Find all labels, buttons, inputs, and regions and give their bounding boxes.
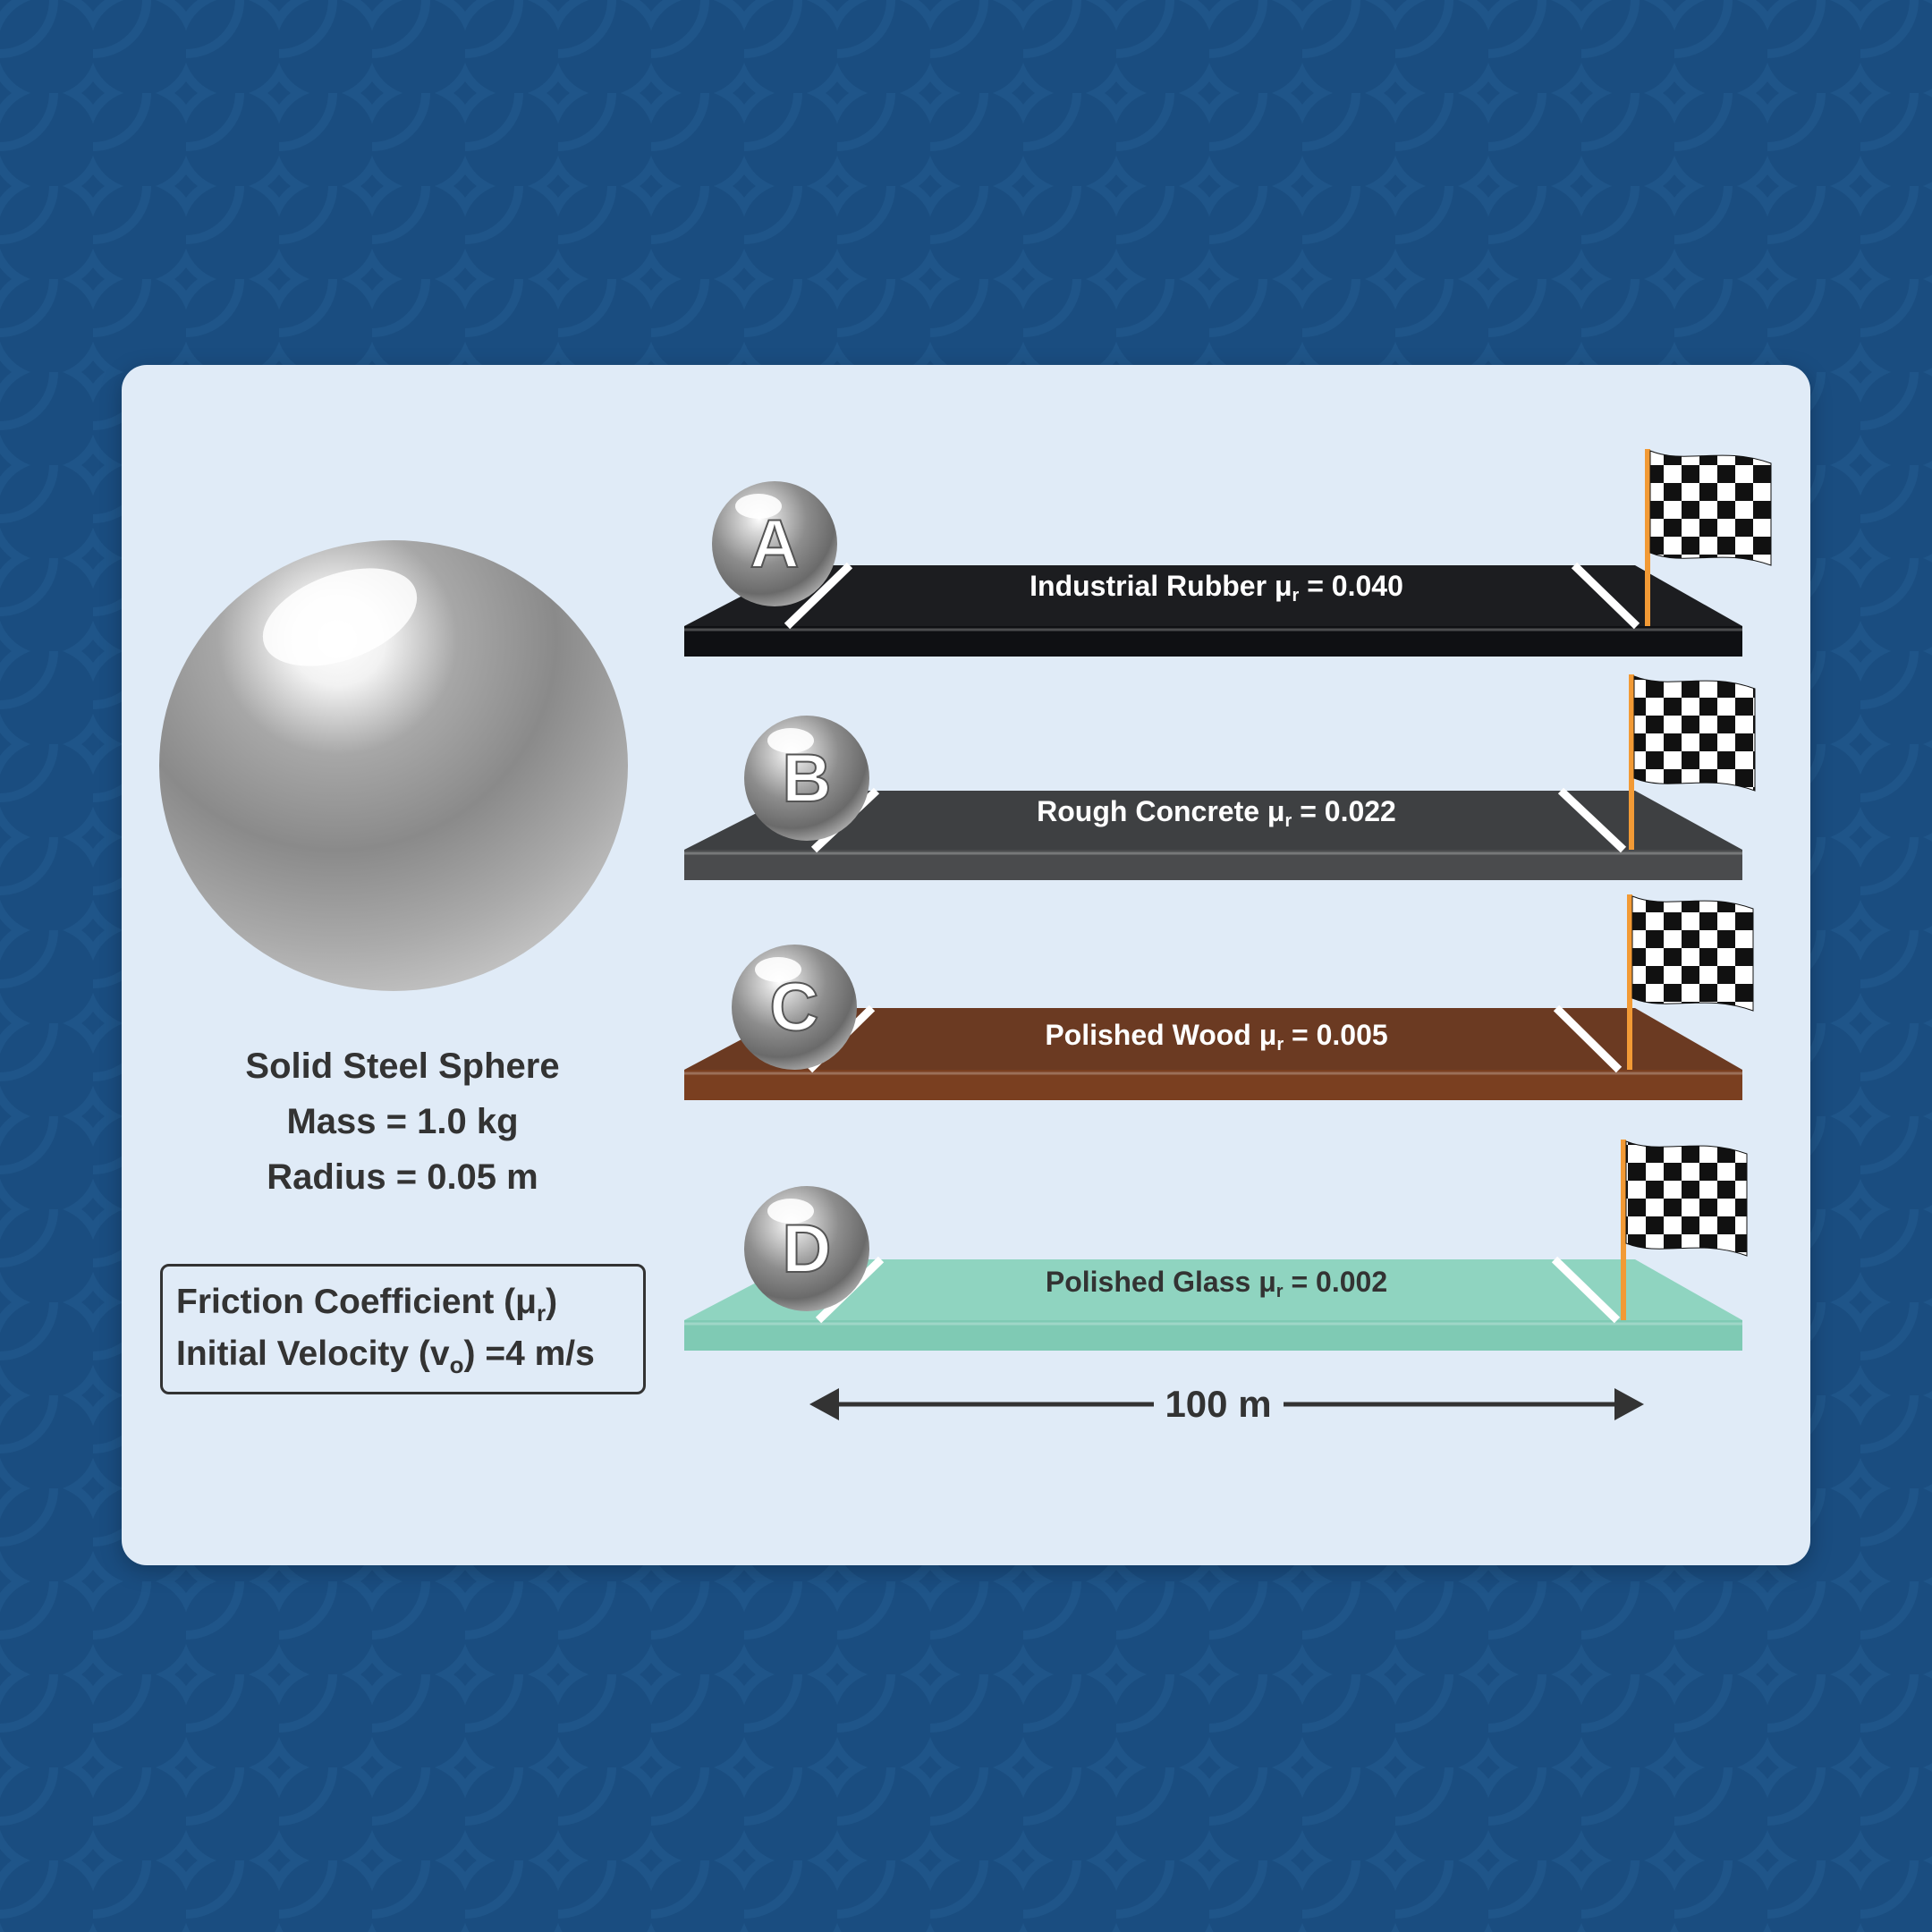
steel-sphere-illustration (159, 540, 628, 991)
legend-friction: Friction Coefficient (μr) (176, 1283, 558, 1326)
ball-highlight (767, 1199, 814, 1224)
surface-label: Industrial Rubber μr = 0.040 (1030, 570, 1403, 606)
checkered-flag-icon (1633, 675, 1756, 792)
arrow-left-icon (809, 1388, 839, 1420)
surface-label: Rough Concrete μr = 0.022 (1037, 795, 1396, 831)
coefficient-symbol: μ (1275, 570, 1292, 602)
coefficient-subscript: r (1285, 811, 1292, 831)
coefficient-symbol: μ (1258, 1266, 1276, 1298)
checkered-flag-icon (1625, 1140, 1748, 1257)
surface-name: Polished Glass (1046, 1266, 1258, 1298)
start-line (784, 562, 853, 630)
coefficient-symbol: μ (1267, 795, 1285, 827)
track-c: Polished Wood μr = 0.005 C (684, 894, 1754, 1100)
finish-line (1553, 1004, 1623, 1073)
surface-name: Industrial Rubber (1030, 570, 1275, 602)
finish-line (1557, 787, 1627, 853)
coefficient-subscript: r (1292, 586, 1300, 606)
finish-line (1551, 1256, 1621, 1324)
track-side (684, 850, 1742, 880)
track-surface (684, 1008, 1742, 1070)
track-letter: A (750, 506, 800, 582)
ball-highlight (735, 494, 782, 519)
track-side (684, 626, 1742, 657)
coefficient-subscript: r (1276, 1035, 1284, 1055)
arrow-right-icon (1614, 1388, 1644, 1420)
distance-arrow: 100 m (809, 1383, 1644, 1425)
coefficient-value: = 0.040 (1299, 570, 1403, 602)
surface-name: Rough Concrete (1037, 795, 1267, 827)
coefficient-value: = 0.005 (1284, 1019, 1388, 1051)
coefficient-subscript: r (1276, 1282, 1284, 1301)
sphere-mass: Mass = 1.0 kg (286, 1102, 519, 1141)
track-surface (684, 791, 1742, 850)
track-side (684, 1070, 1742, 1100)
ball-highlight (755, 957, 801, 982)
sphere-radius: Radius = 0.05 m (267, 1157, 538, 1197)
sphere-name: Solid Steel Sphere (245, 1046, 560, 1086)
surface-name: Polished Wood (1045, 1019, 1258, 1051)
track-b: Rough Concrete μr = 0.022 B (684, 674, 1756, 880)
surface-label: Polished Wood μr = 0.005 (1045, 1019, 1387, 1055)
distance-label: 100 m (1165, 1383, 1271, 1425)
legend-box: Friction Coefficient (μr) Initial Veloci… (160, 1264, 646, 1394)
track-surface (684, 565, 1742, 626)
track-surface (684, 1259, 1742, 1320)
surface-label: Polished Glass μr = 0.002 (1046, 1266, 1387, 1301)
track-letter: B (783, 741, 832, 817)
ball-highlight (767, 728, 814, 753)
track-letter: C (770, 970, 819, 1046)
finish-line (1571, 562, 1640, 630)
checkered-flag-icon (1649, 450, 1772, 566)
track-side (684, 1320, 1742, 1351)
checkered-flag-icon (1631, 895, 1754, 1012)
track-d: Polished Glass μr = 0.002 D (684, 1140, 1748, 1351)
coefficient-value: = 0.022 (1292, 795, 1396, 827)
legend-velocity: Initial Velocity (vo) =4 m/s (176, 1335, 595, 1378)
coefficient-symbol: μ (1259, 1019, 1277, 1051)
track-letter: D (783, 1211, 832, 1287)
coefficient-value: = 0.002 (1284, 1266, 1388, 1298)
track-a: Industrial Rubber μr = 0.040 A (684, 449, 1772, 657)
